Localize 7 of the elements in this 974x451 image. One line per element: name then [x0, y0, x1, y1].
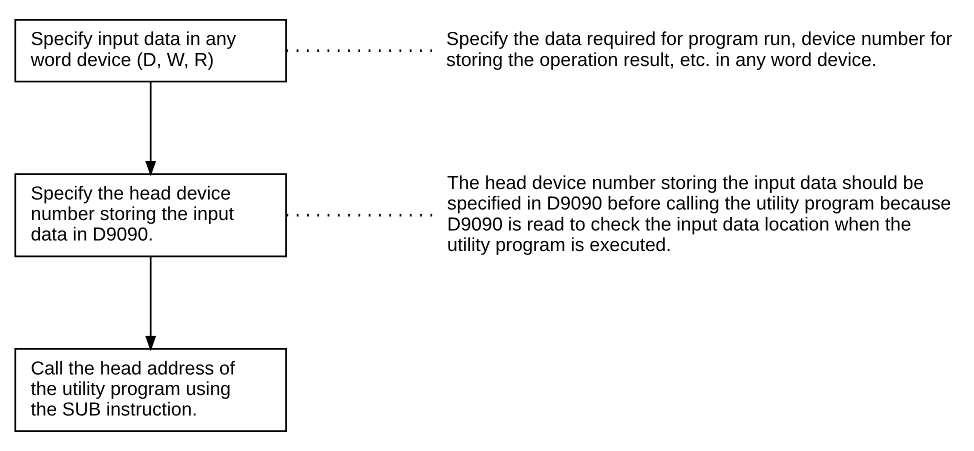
node-box: Call the head address of the utility program using the SUB instruction.	[14, 348, 287, 432]
node-text: Specify the data required for program run, device number for storing the operation result, etc. in any word device.	[446, 28, 952, 70]
node-box: Specify the head device number storing the input data in D9090.	[14, 173, 287, 258]
arrow	[145, 82, 156, 176]
node-text: The head device number storing the input data should be specified in D9090 before calling the utility program because D9090 is read to check the input data location when the utility program is executed.	[447, 172, 951, 255]
node-box: Specify input data in any word device (D, W, R)	[14, 19, 287, 82]
arrow	[145, 256, 156, 352]
